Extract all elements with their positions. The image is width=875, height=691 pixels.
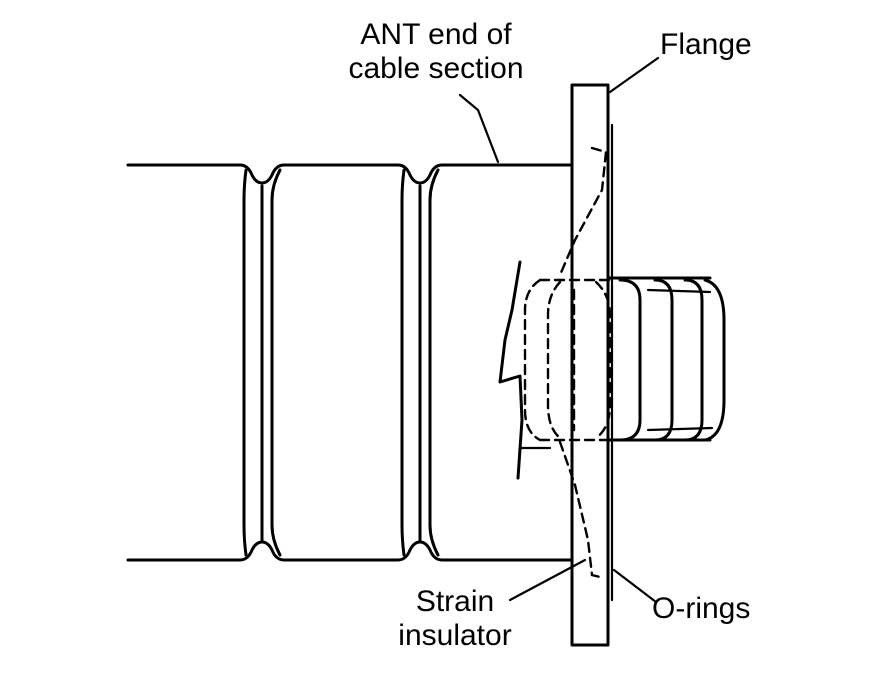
label-orings: O-rings — [652, 592, 751, 625]
leader-strain — [508, 558, 587, 602]
leader-ant-end — [458, 93, 500, 164]
cable-groove-6 — [428, 168, 440, 557]
label-ant-end-line1: ANT end of — [360, 18, 512, 51]
cable-outline-bottom — [126, 540, 574, 562]
leader-lines — [458, 56, 660, 604]
cable-groove-3 — [270, 168, 282, 557]
leader-orings — [612, 568, 658, 604]
cable-groove-4 — [400, 168, 406, 557]
threaded-connector — [606, 276, 726, 442]
cable-section — [126, 163, 574, 562]
label-ant-end-line2: cable section — [348, 52, 524, 85]
break-lines — [498, 260, 552, 480]
cable-outline-top — [126, 163, 574, 185]
label-strain-insulator: Strain insulator — [385, 585, 525, 653]
strain-insulator — [523, 146, 612, 580]
leader-flange — [608, 56, 660, 94]
flange-plate — [570, 83, 614, 647]
label-strain-line1: Strain — [415, 585, 495, 618]
label-ant-end: ANT end of cable section — [336, 18, 536, 86]
cable-groove-1 — [242, 168, 248, 557]
label-flange: Flange — [660, 28, 752, 61]
label-strain-line2: insulator — [398, 619, 512, 652]
